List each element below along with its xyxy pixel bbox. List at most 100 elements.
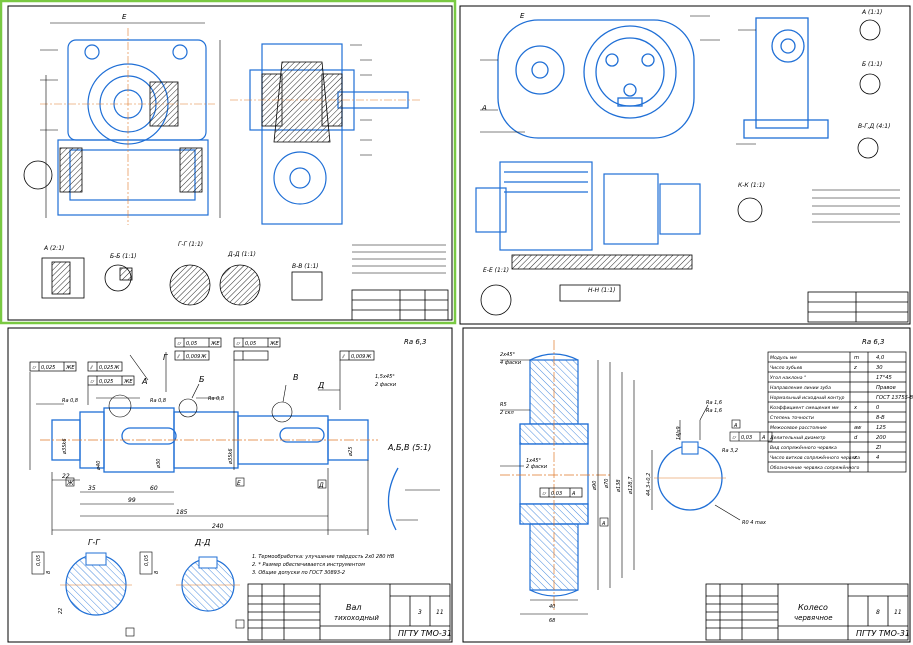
chamfer-mid-2: 2 фаски bbox=[526, 464, 548, 470]
tr-view-ee: Е-Е (1:1) bbox=[483, 267, 509, 274]
r-label-2: 2 скл bbox=[500, 410, 515, 416]
leader-b: Б bbox=[199, 375, 205, 384]
detail-views-top-left bbox=[41, 257, 323, 306]
dim-v-1: ø35k6 bbox=[62, 439, 68, 456]
tol-sym-6: ⌭ bbox=[236, 341, 241, 347]
detail-label-abv: А,Б,В (5:1) bbox=[387, 443, 431, 452]
tol-sym-2: ⫽ bbox=[89, 365, 94, 371]
drive-housing bbox=[497, 17, 829, 139]
title-block-top-right bbox=[807, 291, 909, 323]
sheet-top-right[interactable]: А (1:1) Б (1:1) В-Г,Д (4:1) К-К (1:1) Е-… bbox=[459, 5, 911, 325]
table-cell: Межосевое расстояние bbox=[770, 425, 827, 431]
br-stamp-sheets: 11 bbox=[894, 609, 902, 616]
sheet-bottom-right[interactable]: Ra 6,3 2х45° 4 bbox=[462, 327, 913, 643]
table-cell: Коэффициент смещения мм bbox=[770, 405, 839, 411]
title-block-bottom-left bbox=[247, 583, 451, 641]
table-cell: Угол наклона ° bbox=[770, 375, 806, 381]
ra-label-1: Ra 0,8 bbox=[62, 398, 78, 404]
electric-motor bbox=[475, 161, 701, 251]
table-cell: 200 bbox=[876, 435, 887, 441]
dim-h-240: 240 bbox=[212, 523, 224, 530]
table-cell: 4,0 bbox=[876, 355, 885, 361]
table-cell: z bbox=[853, 365, 857, 371]
table-cell: aw bbox=[854, 425, 862, 431]
marker-e: Е bbox=[122, 13, 127, 21]
tol-base-5: Ж bbox=[200, 354, 207, 360]
leader-a: А bbox=[141, 377, 147, 386]
tr-view-a: А (1:1) bbox=[861, 9, 882, 16]
r-label-1: R5 bbox=[500, 402, 507, 408]
dim-h-60: 60 bbox=[150, 485, 158, 492]
tol-val-1: 0,025 bbox=[41, 365, 55, 371]
view-label-v: В-В (1:1) bbox=[292, 263, 319, 270]
section-label-gg: Г-Г bbox=[88, 538, 100, 547]
tol-sym-4: ⌭ bbox=[177, 341, 182, 347]
tol-base-7: Ж bbox=[365, 354, 372, 360]
br-tol-base-2: А bbox=[761, 435, 766, 441]
tol-val-4: 0,05 bbox=[186, 341, 197, 347]
br-ra-3: Ra 1,6 bbox=[706, 408, 722, 414]
view-label-bb: Б-Б (1:1) bbox=[110, 253, 137, 260]
table-cell: Делительный диаметр bbox=[769, 435, 826, 441]
view-label-gg: Г-Г (1:1) bbox=[178, 241, 203, 248]
tol-val-6: 0,05 bbox=[245, 341, 256, 347]
table-cell: Степень точности bbox=[770, 415, 814, 421]
note-2: 2. * Размер обеспечивается инструментом bbox=[252, 562, 365, 568]
table-cell: x bbox=[853, 405, 858, 411]
bl-title-1: Вал bbox=[346, 603, 362, 612]
tol-val-7: 0,009 bbox=[351, 354, 365, 360]
table-cell: Правое bbox=[876, 385, 896, 391]
br-dim-h-1: 40 bbox=[549, 604, 555, 610]
sheet-selection-frame bbox=[0, 0, 457, 325]
br-tol-sym-2: ⌭ bbox=[732, 435, 737, 441]
mark-zh: Ж bbox=[66, 480, 74, 487]
bl-roughness: Ra 6,3 bbox=[404, 338, 427, 346]
tr-marker-e: Е bbox=[520, 12, 525, 20]
table-cell: 125 bbox=[876, 425, 887, 431]
leader-v: В bbox=[293, 373, 299, 382]
front-view-bearings bbox=[59, 81, 203, 193]
table-cell: Нормальный исходный контур bbox=[770, 395, 844, 401]
br-title-1: Колесо bbox=[798, 603, 828, 612]
br-dim-v-1: ø90 bbox=[592, 481, 598, 491]
dim-h-185: 185 bbox=[176, 509, 188, 516]
note-1: 1. Термообработка: улучшение твёрдость 2… bbox=[252, 554, 395, 560]
br-marker-a-2: А bbox=[733, 423, 738, 429]
br-dim-v-4: ø128,7 bbox=[628, 476, 634, 495]
br-tol-base: А bbox=[571, 491, 576, 497]
view-label-a: А (2:1) bbox=[43, 245, 64, 252]
br-key-dim: 14Js9 bbox=[676, 426, 682, 440]
sheet-top-left[interactable]: Е bbox=[0, 0, 457, 325]
table-cell: m bbox=[854, 355, 859, 361]
br-dim-v-3: ø138 bbox=[616, 479, 622, 493]
tol-base-3: ЖЕ bbox=[123, 379, 133, 385]
br-ra-1: Ra 1,6 bbox=[706, 400, 722, 406]
chamfer-top-1: 2х45° bbox=[500, 352, 516, 358]
leader-d: Д bbox=[317, 381, 324, 390]
view-label-dd: Д-Д (1:1) bbox=[227, 251, 256, 258]
dim-h-22: 22 bbox=[62, 473, 70, 480]
mark-d: Д bbox=[318, 482, 324, 489]
table-cell: 17°45 bbox=[876, 375, 892, 381]
tol-base-1: ЖЕ bbox=[65, 365, 75, 371]
table-cell: ZI bbox=[875, 445, 882, 451]
bl-stamp-sheets: 11 bbox=[436, 609, 444, 616]
tol-val-5: 0,009 bbox=[186, 354, 200, 360]
tol-base-4: ЖЕ bbox=[210, 341, 220, 347]
table-cell: 4 bbox=[876, 455, 879, 461]
sheet-bottom-left[interactable]: Ra 6,3 ⌭ 0,025 ЖЕ ⫽ 0,025 Ж ⌭ 0,025 ЖЕ ⌭… bbox=[7, 327, 453, 643]
dim-h-35: 35 bbox=[88, 485, 96, 492]
note-3: 3. Общие допуски по ГОСТ 30893-2 bbox=[252, 570, 345, 576]
sect-dim-3: 22 bbox=[58, 608, 64, 614]
title-block-bottom-right bbox=[705, 583, 909, 641]
br-marker-a: А bbox=[601, 521, 606, 527]
tol-sym-3: ⌭ bbox=[90, 379, 95, 385]
leader-g: Г bbox=[163, 353, 168, 362]
bl-stamp-sheet: 3 bbox=[418, 609, 422, 616]
table-cell: Модуль мм bbox=[770, 355, 797, 361]
table-cell: ГОСТ 13755-81 bbox=[876, 395, 913, 401]
tr-marker-a: А bbox=[481, 104, 487, 112]
mark-e: Е bbox=[237, 480, 241, 487]
tr-view-nn: Н-Н (1:1) bbox=[588, 287, 615, 294]
tol-val-2: 0,025 bbox=[99, 365, 113, 371]
